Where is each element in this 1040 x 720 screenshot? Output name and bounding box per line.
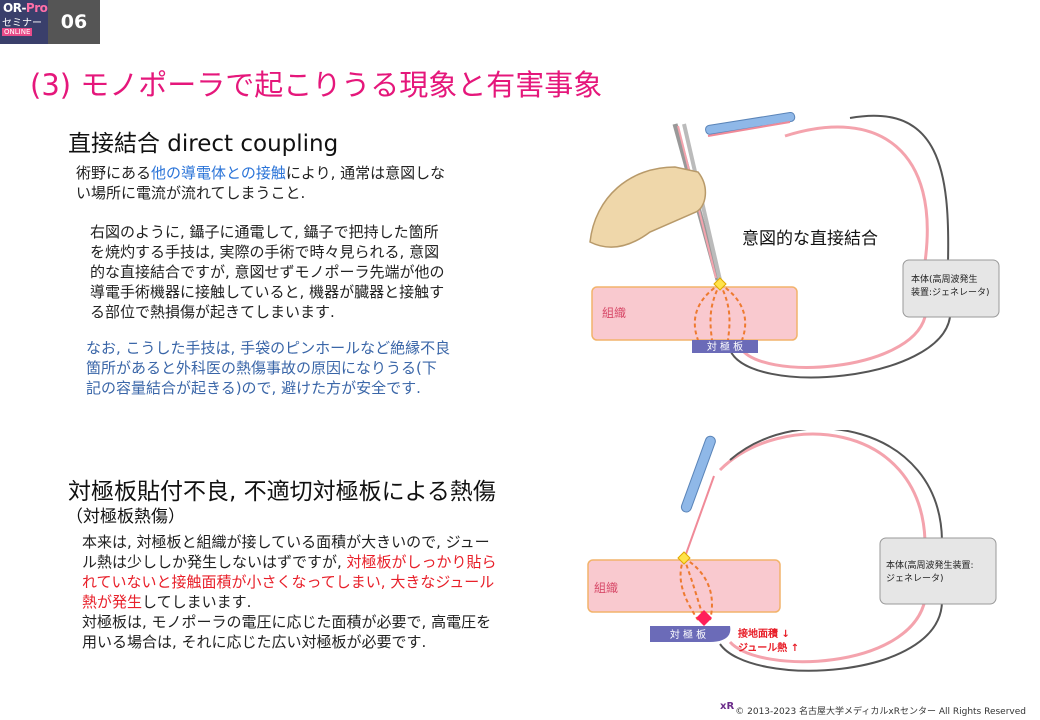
electrosurgical-pen xyxy=(680,435,716,513)
circuit-wire-bottom-pink xyxy=(728,599,927,664)
logo-online-tag: ONLINE xyxy=(2,28,33,36)
direct-coupling-diagram: 組織 対 極 板 本体(高周波発生 装置:ジェネレータ) xyxy=(589,112,1000,379)
section1-note: なお, こうした手技は, 手袋のピンホールなど絶縁不良 箇所があると外科医の熱傷… xyxy=(86,339,451,397)
spark-icon xyxy=(713,277,727,291)
slide-number: 06 xyxy=(48,0,100,44)
copyright: © 2013-2023 名古屋大学メディカルxRセンター All Rights … xyxy=(735,707,1026,717)
return-plate xyxy=(650,626,731,642)
logo-subtitle: セミナー xyxy=(2,18,42,29)
hand-illustration xyxy=(589,166,707,248)
circuit-wire-bottom xyxy=(729,316,951,379)
electrosurgical-pen xyxy=(705,112,796,137)
contact-area-label: 接地面積 ↓ xyxy=(738,627,790,640)
slide-title: (3) モノポーラで起こりうる現象と有害事象 xyxy=(30,68,603,102)
circuit-wire-outer xyxy=(849,114,950,263)
generator-label-line2: ジェネレータ) xyxy=(886,573,944,584)
plate-burn-diagram: 組織 対 極 板 接地面積 ↓ ジュール熱 ↑ 本体(高周波発生装置: ジェネレ… xyxy=(587,430,997,672)
generator-label-line2: 装置:ジェネレータ) xyxy=(911,286,990,298)
current-flow-lines xyxy=(693,283,747,341)
tissue-label: 組織 xyxy=(594,581,618,595)
circuit-wire-bottom-pink xyxy=(738,316,927,369)
generator-label-line1: 本体(高周波発生装置: xyxy=(886,559,974,571)
xr-center-logo-icon: xR xyxy=(720,701,735,712)
section2-body: 本来は, 対極板と組織が接している面積が大きいので, ジュー ル熱は少ししか発生… xyxy=(82,533,497,651)
seminar-logo: OR-Pro セミナー ONLINE xyxy=(0,0,48,44)
intentional-coupling-label: 意図的な直接結合 xyxy=(742,229,878,249)
tissue-label: 組織 xyxy=(602,306,626,320)
joule-heat-label: ジュール熱 ↑ xyxy=(738,641,799,654)
return-plate-label: 対 極 板 xyxy=(670,628,706,641)
generator-label-line1: 本体(高周波発生 xyxy=(911,273,978,285)
section1-heading: 直接結合 direct coupling xyxy=(68,131,339,157)
circuit-wire-top xyxy=(784,125,929,263)
circuit-wire-top-pink xyxy=(718,432,927,541)
burn-spot-icon xyxy=(696,610,712,626)
circuit-wire-top xyxy=(729,430,943,541)
section2-heading: 対極板貼付不良, 不適切対極板による熱傷 xyxy=(68,479,496,505)
section2-subheading: （対極板熱傷） xyxy=(66,507,185,527)
section1-definition: 術野にある他の導電体との接触により, 通常は意図しな い場所に電流が流れてしまう… xyxy=(76,164,446,202)
pen-cable xyxy=(685,475,715,555)
generator-box xyxy=(879,537,997,605)
return-plate xyxy=(692,340,758,353)
spark-icon xyxy=(677,551,691,565)
generator-box xyxy=(902,259,1000,318)
section1-body: 右図のように, 鑷子に通電して, 鑷子で把持した箇所 を焼灼する手技は, 実際の… xyxy=(90,223,445,321)
return-plate-label: 対 極 板 xyxy=(707,340,743,353)
logo-title: OR-Pro xyxy=(3,1,48,15)
circuit-wire-bottom xyxy=(719,601,943,672)
